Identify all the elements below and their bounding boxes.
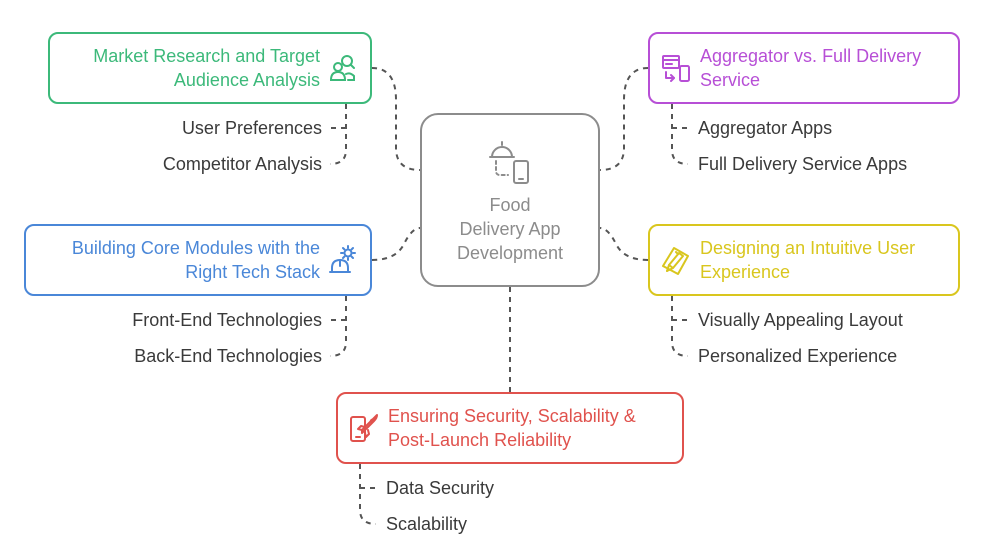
subtopic-competitor-analysis[interactable]: Competitor Analysis <box>162 154 322 174</box>
connector-core <box>371 227 421 261</box>
topic-aggregator-vs-full-delivery[interactable]: Aggregator vs. Full Delivery Service <box>648 32 960 104</box>
topic-core-modules[interactable]: Building Core Modules with the Right Tec… <box>24 224 372 296</box>
connector-market-items <box>329 104 347 165</box>
central-topic-title: Food Delivery App Development <box>456 195 564 263</box>
topic-core-modules-title: Building Core Modules with the Right Tec… <box>71 238 320 282</box>
subtopic-personalized-experience[interactable]: Personalized Experience <box>698 346 898 366</box>
topic-market-research[interactable]: Market Research and Target Audience Anal… <box>48 32 372 104</box>
food-cloche-phone-icon <box>489 141 529 184</box>
subtopic-full-delivery-service-apps[interactable]: Full Delivery Service Apps <box>698 154 908 174</box>
connector-design <box>599 227 649 261</box>
connector-core-items <box>329 296 347 357</box>
connector-security-items <box>359 464 377 525</box>
connector-market <box>371 67 421 171</box>
subtopic-visually-appealing-layout[interactable]: Visually Appealing Layout <box>698 310 903 330</box>
subtopic-user-preferences[interactable]: User Preferences <box>181 118 322 138</box>
connector-design-items <box>671 296 689 357</box>
design-pencil-icon <box>662 247 689 275</box>
subtopic-aggregator-apps[interactable]: Aggregator Apps <box>698 118 833 138</box>
subtopic-back-end-technologies[interactable]: Back-End Technologies <box>134 346 322 366</box>
topic-aggregator-title: Aggregator vs. Full Delivery Service <box>700 46 922 90</box>
topic-security-title: Ensuring Security, Scalability & Post-La… <box>388 406 636 450</box>
topic-intuitive-ux[interactable]: Designing an Intuitive User Experience <box>648 224 960 296</box>
subtopic-scalability[interactable]: Scalability <box>386 514 468 534</box>
gear-hardhat-icon <box>329 245 356 273</box>
subtopic-data-security[interactable]: Data Security <box>386 478 495 498</box>
connector-aggregator <box>599 67 649 171</box>
subtopic-front-end-technologies[interactable]: Front-End Technologies <box>132 310 322 330</box>
web-to-mobile-icon <box>662 55 690 82</box>
user-search-icon <box>329 55 355 81</box>
topic-intuitive-ux-title: Designing an Intuitive User Experience <box>700 238 916 282</box>
mobile-rocket-icon <box>350 414 378 442</box>
central-topic-node[interactable]: Food Delivery App Development <box>420 113 600 287</box>
topic-security-scalability[interactable]: Ensuring Security, Scalability & Post-La… <box>336 392 684 464</box>
connector-aggregator-items <box>671 104 689 165</box>
topic-market-research-title: Market Research and Target Audience Anal… <box>93 46 320 90</box>
